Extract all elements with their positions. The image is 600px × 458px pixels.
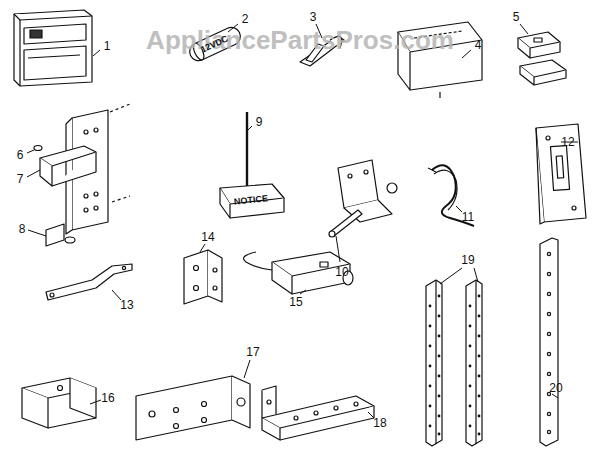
callout-number: 12: [561, 136, 574, 148]
callout-number: 3: [310, 11, 317, 23]
part-text: NOTICE: [234, 194, 269, 207]
callout-number: 5: [513, 11, 520, 23]
angle-bracket: [262, 386, 374, 440]
callout-number: 13: [120, 299, 133, 311]
callout-number: 18: [373, 417, 386, 429]
callout-number: 2: [242, 13, 249, 25]
callout-number: 1: [104, 40, 111, 52]
bent-bar: [46, 264, 132, 300]
leader-lines: [27, 24, 578, 418]
callout-number: 6: [17, 149, 24, 161]
callout-number: 17: [246, 346, 259, 358]
strap: [540, 238, 558, 446]
callout-number: 15: [289, 296, 302, 308]
control-console: [14, 10, 92, 86]
strip-holes: [429, 295, 481, 436]
u-bracket: [22, 378, 96, 428]
watermark: AppliancePartsPros.com: [146, 27, 454, 53]
callout-number: 4: [475, 39, 482, 51]
callout-number: 20: [549, 382, 562, 394]
door-bracket: [329, 160, 397, 237]
wall-plate: [536, 124, 586, 224]
sensor-bracket: [34, 104, 130, 246]
callout-number: 19: [461, 254, 474, 266]
remote-parts: [518, 32, 566, 85]
safety-sensor: [244, 252, 353, 294]
callout-number: 9: [256, 116, 263, 128]
callout-number: 7: [17, 173, 24, 185]
callout-number: 16: [101, 392, 114, 404]
callout-number: 8: [19, 223, 26, 235]
small-bracket: [184, 250, 222, 304]
wire: [428, 165, 474, 226]
notice-tag: [220, 112, 284, 218]
angle-bracket: [136, 376, 250, 440]
angle-strips: [426, 280, 482, 446]
callout-number: 14: [201, 231, 214, 243]
callout-number: 11: [462, 211, 474, 223]
callout-number: 10: [335, 266, 348, 278]
